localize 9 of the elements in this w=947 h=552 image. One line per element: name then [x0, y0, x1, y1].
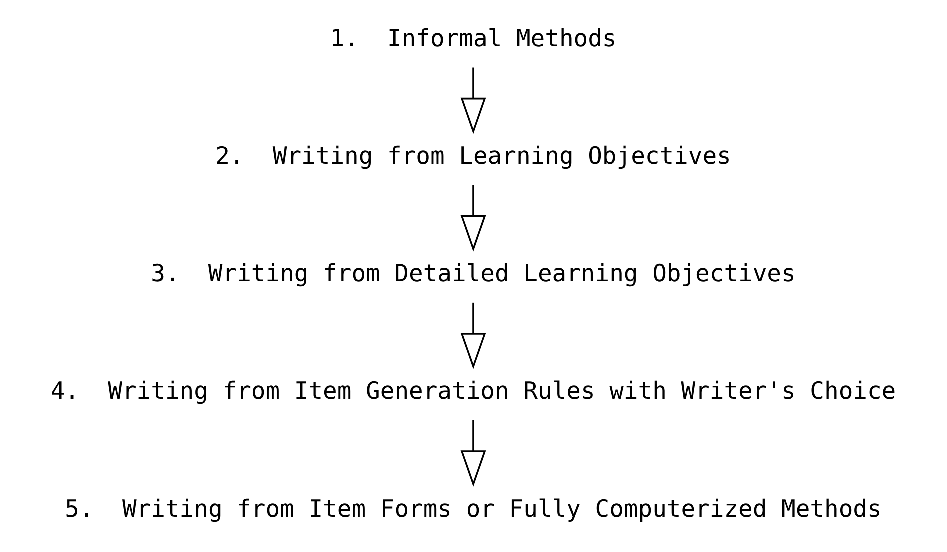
arrow	[460, 185, 486, 252]
node-text: 3. Writing from Detailed Learning Objectives	[151, 260, 796, 288]
arrow	[460, 420, 486, 487]
node-text: 2. Writing from Learning Objectives	[216, 142, 732, 170]
arrow	[460, 302, 486, 370]
arrow	[460, 68, 486, 134]
node-text: 1. Informal Methods	[330, 24, 617, 52]
node-text: 4. Writing from Item Generation Rules with Writer's Choice	[50, 377, 896, 406]
node-text: 5. Writing from Item Forms or Fully Computerized Methods	[65, 494, 882, 523]
